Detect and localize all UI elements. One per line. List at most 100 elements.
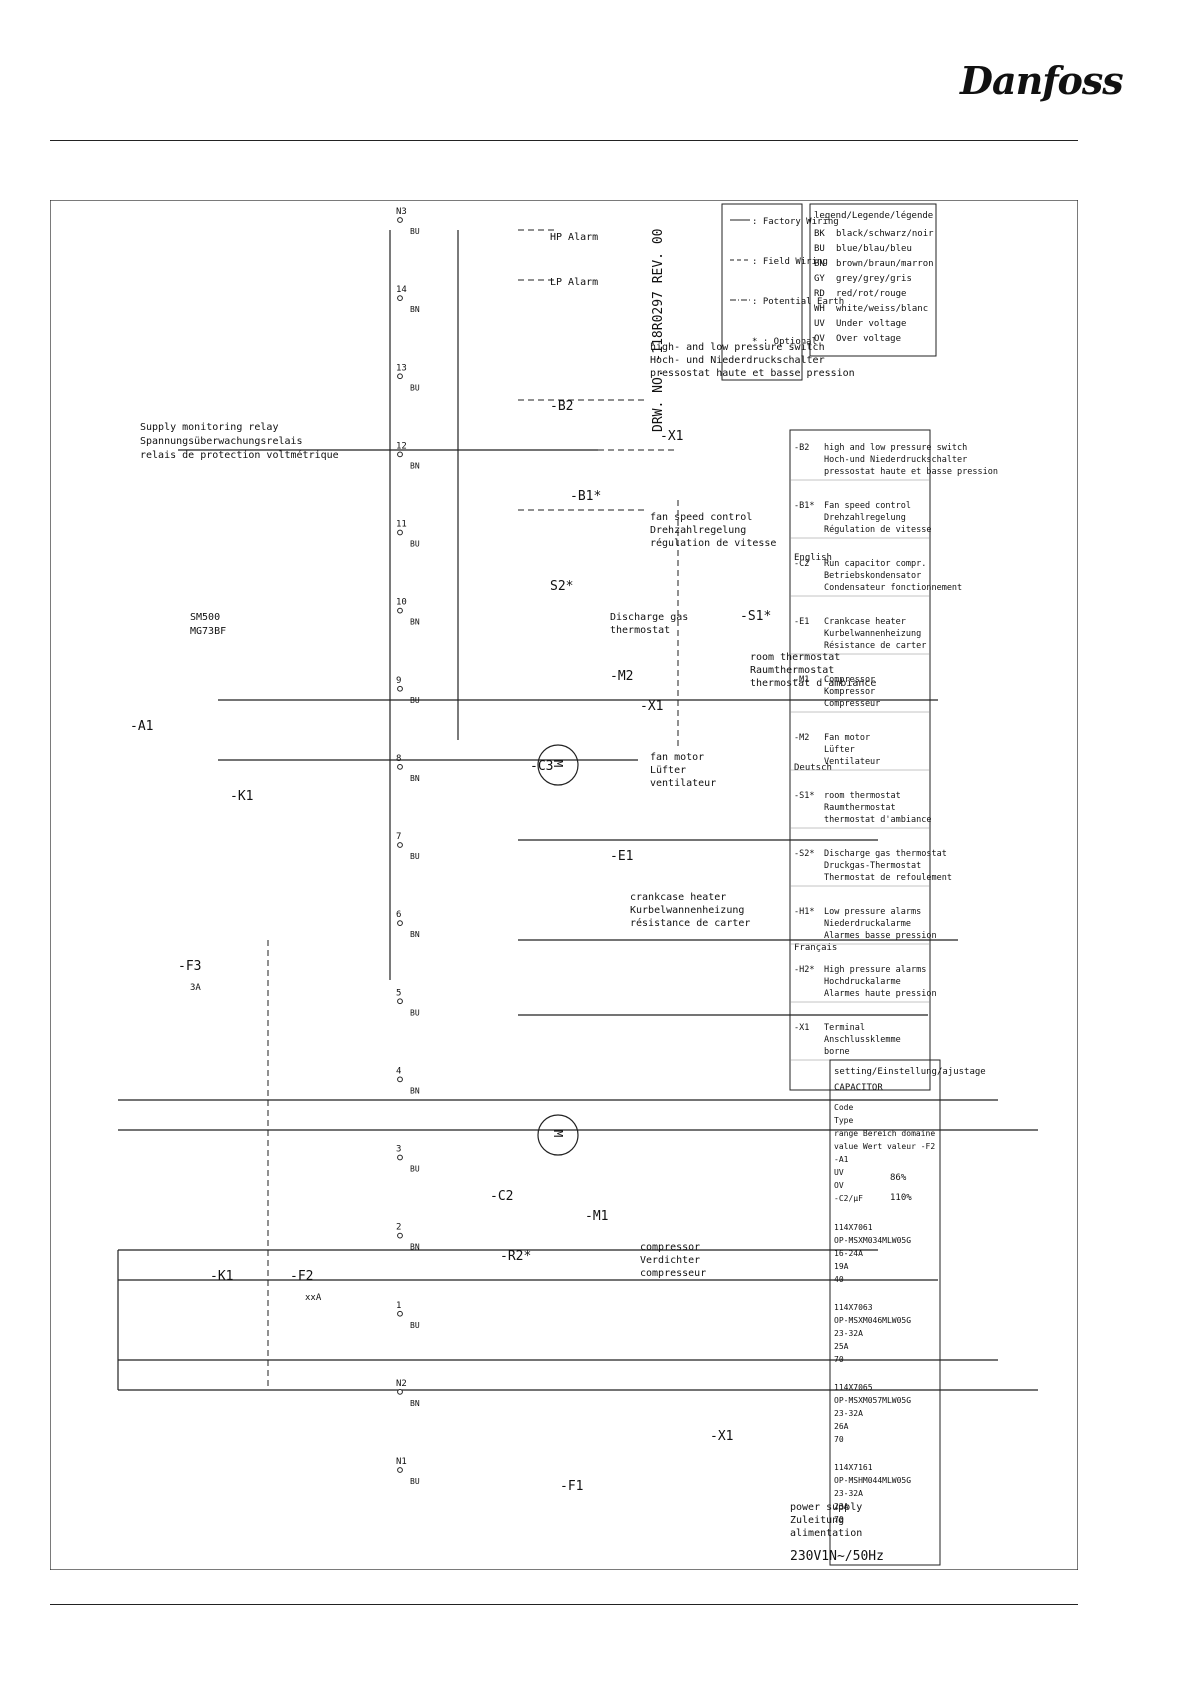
terminal-label: N3 <box>396 207 407 217</box>
tag-s2: S2* <box>550 579 573 594</box>
wire-color-label: BN <box>410 305 420 314</box>
compressor-label-1: compressor <box>640 1242 700 1253</box>
wiring-diagram: DRW. NO. -118R0297 REV. 00 <box>50 200 1078 1570</box>
settings-cell: 23-32A <box>834 1409 863 1418</box>
tag-f2: -F2 <box>290 1269 313 1284</box>
terminal-8 <box>397 763 403 770</box>
tag-x1-b2: -X1 <box>660 429 683 444</box>
color-code: OV <box>814 334 825 344</box>
pressure-switch-label-2: Hoch- und Niederdruckschalter <box>650 355 825 366</box>
comp-table-header: Deutsch <box>794 763 832 773</box>
fan-motor-symbol <box>537 744 579 786</box>
terminal-label: 14 <box>396 285 407 295</box>
settings-cell: 114X7161 <box>834 1463 873 1472</box>
settings-cell: 19A <box>834 1262 849 1271</box>
power-supply-label-2: Zuleitung <box>790 1515 844 1526</box>
settings-header: Type <box>834 1116 853 1125</box>
terminal-3 <box>397 1154 403 1161</box>
settings-cell: 114X7061 <box>834 1223 873 1232</box>
tag-f3: -F3 <box>178 959 201 974</box>
relay-model-1: SM500 <box>190 612 220 623</box>
comp-english: Run capacitor compr. <box>824 559 926 569</box>
comp-code: -C2 <box>794 559 809 569</box>
comp-code: -B2 <box>794 443 809 453</box>
color-meaning: red/rot/rouge <box>836 289 906 299</box>
compressor-motor-symbol <box>537 1114 579 1156</box>
terminal-13 <box>397 373 403 380</box>
comp-english: Crankcase heater <box>824 617 906 627</box>
settings-cell: OP-MSXM057MLW05G <box>834 1396 911 1405</box>
power-supply-label-3: alimentation <box>790 1528 862 1539</box>
terminal-N1 <box>397 1467 403 1473</box>
comp-english: Fan motor <box>824 733 870 743</box>
terminal-label: 7 <box>396 832 401 842</box>
comp-code: -M2 <box>794 733 809 743</box>
comp-english: Terminal <box>824 1023 865 1033</box>
relay-model-2: MG73BF <box>190 626 226 637</box>
comp-code: -M1 <box>794 675 809 685</box>
header-rule <box>50 140 1078 141</box>
comp-francais: thermostat d'ambiance <box>824 815 931 825</box>
tag-f2-rating: xxA <box>305 1293 322 1303</box>
settings-header: -A1 <box>834 1155 849 1164</box>
fan-speed-label-1: fan speed control <box>650 512 752 523</box>
comp-code: -S2* <box>794 849 814 859</box>
settings-cell: OP-MSXM046MLW05G <box>834 1316 911 1325</box>
comp-english: Low pressure alarms <box>824 907 921 917</box>
terminal-label: 3 <box>396 1145 401 1155</box>
relay-title-1: Supply monitoring relay <box>140 422 278 433</box>
terminal-label: 12 <box>396 441 407 451</box>
comp-deutsch: Drehzahlregelung <box>824 513 906 523</box>
terminal-10 <box>397 607 403 614</box>
settings-cell: 23A <box>834 1502 849 1511</box>
wire-color-label: BU <box>410 696 420 705</box>
wire-color-label: BU <box>410 1477 420 1486</box>
settings-cell: 23-32A <box>834 1329 863 1338</box>
settings-cell: 16-24A <box>834 1249 863 1258</box>
tag-m2: -M2 <box>610 669 633 684</box>
settings-cell: 25A <box>834 1342 849 1351</box>
comp-deutsch: Niederdruckalarme <box>824 919 911 929</box>
terminal-14 <box>397 295 403 302</box>
terminal-N2 <box>397 1388 403 1395</box>
color-legend-title: legend/Legende/légende <box>814 210 933 221</box>
color-code: RD <box>814 289 825 299</box>
fan-motor-m: M <box>551 760 565 767</box>
pressure-switch-label-1: high- and low pressure switch <box>650 342 825 353</box>
terminal-12 <box>397 451 403 458</box>
comp-table-header: Français <box>794 943 837 953</box>
comp-code: -S1* <box>794 791 814 801</box>
color-code: BU <box>814 244 825 254</box>
tag-f3-rating: 3A <box>190 983 201 993</box>
color-meaning: blue/blau/bleu <box>836 244 912 254</box>
fan-motor-label-2: Lüfter <box>650 765 686 776</box>
terminal-label: 6 <box>396 910 401 920</box>
crankcase-label-1: crankcase heater <box>630 892 726 903</box>
wire-color-label: BN <box>410 930 420 939</box>
comp-code: -X1 <box>794 1023 809 1033</box>
color-code: BN <box>814 259 825 269</box>
settings-cell: 70 <box>834 1435 844 1444</box>
tag-r2: -R2* <box>500 1249 531 1264</box>
wire-color-label: BU <box>410 852 420 861</box>
comp-deutsch: Anschlussklemme <box>824 1035 901 1045</box>
discharge-gas-label-2: thermostat <box>610 625 670 636</box>
ov-value: 110% <box>890 1193 912 1203</box>
capacitor-title: CAPACITOR <box>834 1083 883 1093</box>
comp-code: -E1 <box>794 617 809 627</box>
crankcase-label-3: résistance de carter <box>630 917 750 929</box>
tag-k1-main: -K1 <box>210 1269 233 1284</box>
comp-deutsch: Kurbelwannenheizung <box>824 629 921 639</box>
factory-wiring <box>117 230 1038 1391</box>
color-meaning: Over voltage <box>836 334 901 344</box>
terminal-label: 8 <box>396 754 401 764</box>
terminal-label: 10 <box>396 598 407 608</box>
settings-header: OV <box>834 1181 844 1190</box>
settings-cell: 23-32A <box>834 1489 863 1498</box>
room-thermostat-label-1: room thermostat <box>750 652 840 663</box>
comp-english: Discharge gas thermostat <box>824 849 947 859</box>
diagram-labels: -A1 -K1 -F3 3A -E1 -C3 -M2 -X1 S2* -B1* … <box>130 207 884 1564</box>
terminal-1 <box>397 1310 403 1317</box>
comp-deutsch: Hochdruckalarme <box>824 977 901 987</box>
